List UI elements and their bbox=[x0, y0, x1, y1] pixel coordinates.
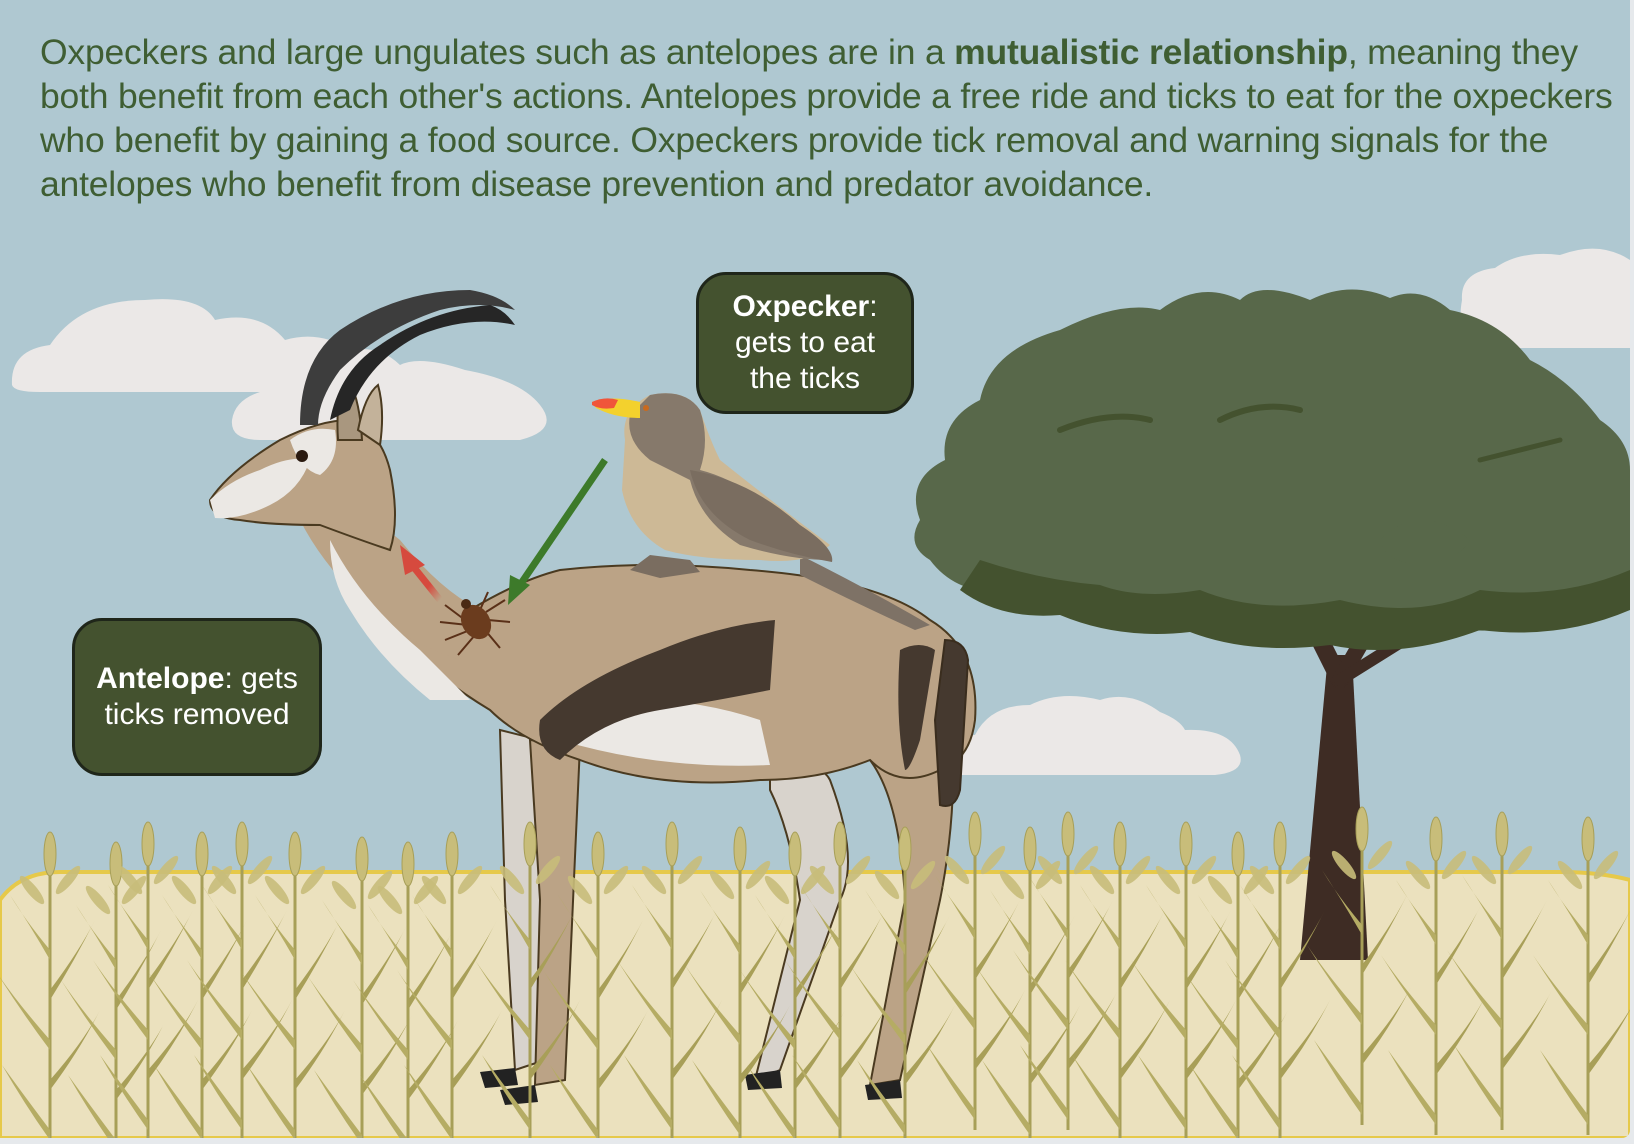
antelope bbox=[208, 290, 977, 1105]
intro-bold-term: mutualistic relationship bbox=[954, 32, 1348, 72]
antelope-callout: Antelope: gets ticks removed bbox=[72, 618, 322, 776]
cloud-right-top bbox=[1460, 248, 1630, 348]
antelope-callout-rest: : gets bbox=[224, 662, 298, 695]
oxpecker-callout: Oxpecker: gets to eat the ticks bbox=[696, 272, 914, 414]
acacia-tree bbox=[914, 289, 1630, 960]
antelope-callout-title: Antelope bbox=[96, 662, 225, 695]
arrow-green-toward bbox=[508, 458, 608, 605]
tick bbox=[439, 591, 511, 656]
intro-text-2: , meaning they both benefit from each ot… bbox=[40, 32, 1613, 204]
oxpecker-callout-line-1: Oxpecker: bbox=[732, 289, 877, 325]
antelope-callout-line-1: Antelope: gets bbox=[96, 661, 298, 697]
oxpecker-callout-colon: : bbox=[869, 290, 878, 323]
cloud-left bbox=[11, 299, 547, 440]
oxpecker-callout-line-2: gets to eat bbox=[734, 326, 876, 359]
oxpecker-callout-line-3: the ticks bbox=[749, 362, 861, 395]
oxpecker-callout-title: Oxpecker bbox=[732, 290, 870, 323]
antelope-callout-line-2: ticks removed bbox=[104, 698, 290, 731]
intro-paragraph: Oxpeckers and large ungulates such as an… bbox=[40, 30, 1620, 206]
arrow-red-away bbox=[400, 545, 443, 603]
oxpecker-bird bbox=[592, 393, 930, 630]
intro-text-1: Oxpeckers and large ungulates such as an… bbox=[40, 32, 955, 72]
cloud-middle bbox=[949, 696, 1241, 775]
